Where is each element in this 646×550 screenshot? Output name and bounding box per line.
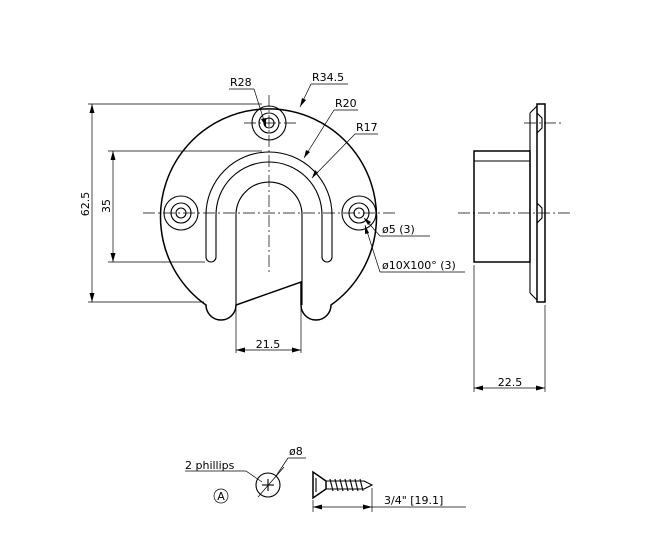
boss-outline — [473, 150, 531, 263]
label-hole: ø5 (3) — [382, 223, 415, 236]
label-screw-length: 3/4" [19.1] — [384, 494, 443, 507]
label-depth: 22.5 — [498, 376, 523, 389]
flange-outline — [536, 103, 546, 303]
screw-detail: 2 phillips ø8 A — [185, 445, 466, 512]
dimension-screw-length: 3/4" [19.1] — [312, 488, 466, 512]
label-height-total: 62.5 — [79, 192, 92, 217]
label-r34-5: R34.5 — [312, 71, 344, 84]
label-r17: R17 — [356, 121, 378, 134]
label-slot-width: 21.5 — [256, 338, 281, 351]
plate-outline — [159, 108, 378, 321]
flange-chamfer — [529, 105, 538, 301]
label-countersink: ø10X100° (3) — [382, 259, 456, 272]
front-view: 62.5 35 21.5 R28 — [79, 71, 465, 353]
label-height-inner: 35 — [100, 199, 113, 213]
slot-outer-outline — [205, 151, 333, 263]
label-view-marker: A — [217, 490, 225, 503]
callout-r17: R17 — [311, 121, 378, 179]
dimension-depth: 22.5 — [473, 265, 546, 392]
callout-r20: R20 — [303, 97, 358, 159]
countersink-section-top — [536, 112, 543, 134]
screw-side-view — [312, 470, 374, 500]
label-r20: R20 — [335, 97, 357, 110]
callout-hole: ø5 (3) — [363, 217, 430, 237]
side-view: 22.5 — [458, 103, 570, 392]
dimension-total-height: 62.5 — [79, 103, 262, 303]
dimension-slot-width: 21.5 — [235, 308, 302, 353]
view-marker-a: A — [213, 488, 229, 504]
dimension-inner-height: 35 — [100, 150, 262, 263]
label-head-diameter: ø8 — [289, 445, 303, 458]
callout-r28: R28 — [229, 76, 267, 128]
callout-countersink: ø10X100° (3) — [364, 224, 465, 273]
label-r28: R28 — [230, 76, 252, 89]
screw-head-end-view — [255, 466, 285, 498]
label-drive: 2 phillips — [185, 459, 235, 472]
callout-r34-5: R34.5 — [299, 71, 348, 108]
